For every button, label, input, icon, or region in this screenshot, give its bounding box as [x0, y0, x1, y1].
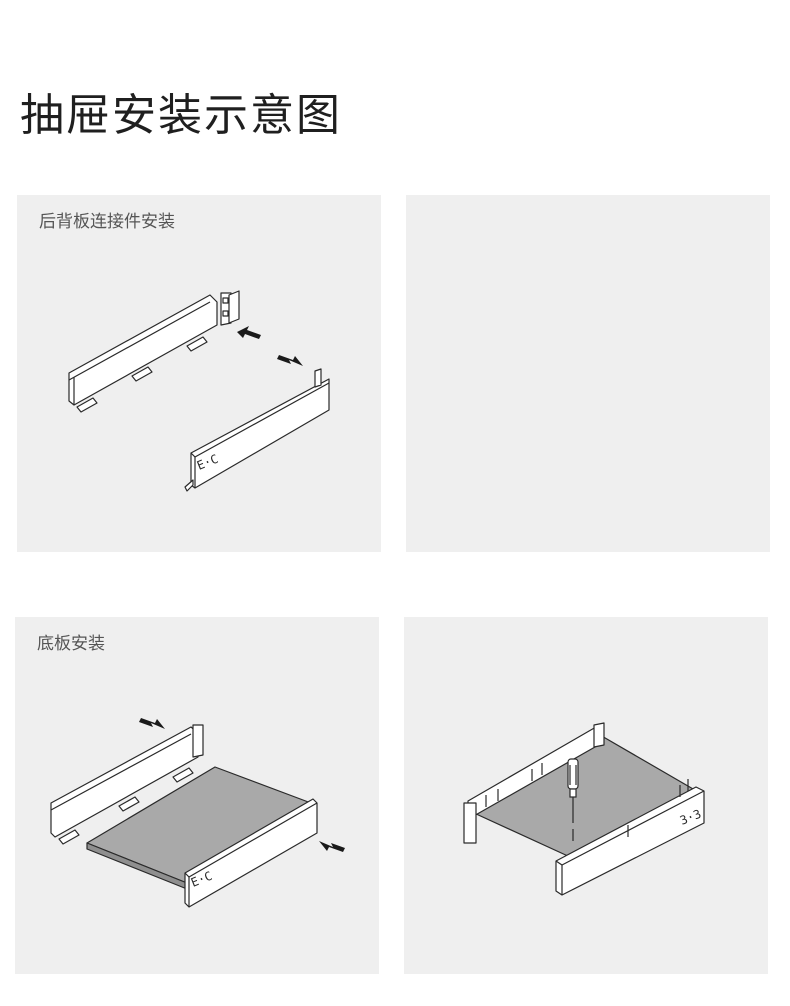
back-connector-illustration: E·C [68, 290, 330, 492]
arrow-left-icon [319, 841, 345, 852]
diagram-panel-back-connector: 后背板连接件安装 E·C [17, 195, 381, 552]
front-panel [555, 786, 705, 896]
arrow-right-icon [277, 355, 303, 366]
arrow-left-icon [237, 326, 261, 339]
diagram-panel-assembly: 3·3 [404, 617, 768, 974]
right-side-panel [184, 798, 318, 908]
diagram-panel-blank [406, 195, 770, 552]
screwdriver-icon [567, 758, 579, 841]
arrow-right-icon [139, 718, 165, 729]
panel-label: 底板安装 [37, 634, 105, 654]
assembly-illustration: 3·3 [463, 722, 705, 896]
diagram-panel-bottom-board: 底板安装 E·C [15, 617, 379, 974]
left-side-rail [50, 726, 199, 838]
page-title: 抽屉安装示意图 [20, 90, 342, 141]
panel-label: 后背板连接件安装 [39, 212, 175, 232]
left-side-rail [68, 294, 218, 406]
bottom-board-illustration: E·C [50, 718, 345, 908]
right-side-panel [190, 378, 330, 489]
